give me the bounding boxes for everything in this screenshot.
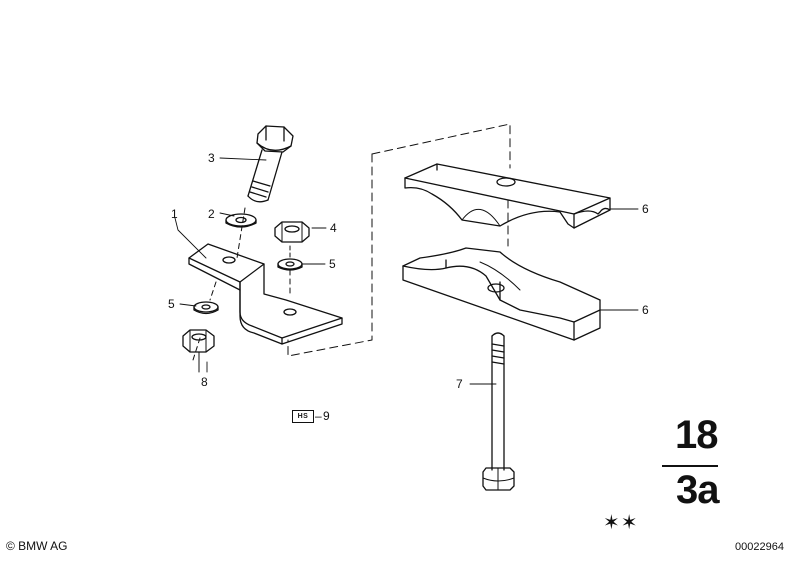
callout-6-lower: 6 bbox=[642, 303, 649, 317]
group-divider bbox=[662, 465, 718, 467]
document-number: 00022964 bbox=[735, 541, 784, 553]
hs-dash: – bbox=[315, 409, 322, 423]
bracket-part-1 bbox=[188, 243, 343, 345]
copyright-text: © BMW AG bbox=[6, 539, 68, 553]
callout-5-upper: 5 bbox=[329, 257, 336, 271]
callout-7: 7 bbox=[456, 377, 463, 391]
callout-8: 8 bbox=[201, 375, 208, 389]
callout-4: 4 bbox=[330, 221, 337, 235]
clamp-upper-part-6 bbox=[404, 163, 611, 229]
bolt-part-3 bbox=[247, 125, 294, 203]
stars-icon: ✶✶ bbox=[603, 512, 639, 534]
callout-2: 2 bbox=[208, 207, 215, 221]
callout-3: 3 bbox=[208, 151, 215, 165]
long-bolt-part-7 bbox=[482, 332, 515, 491]
washer-part-5-upper bbox=[277, 258, 303, 271]
group-sub-number: 3a bbox=[676, 468, 719, 512]
nut-part-4 bbox=[274, 221, 310, 243]
callout-5-lower: 5 bbox=[168, 297, 175, 311]
hs-symbol: HS bbox=[292, 410, 314, 423]
group-main-number: 18 bbox=[675, 413, 718, 457]
callout-9: 9 bbox=[323, 409, 330, 423]
callout-1: 1 bbox=[171, 207, 178, 221]
nut-part-8 bbox=[182, 329, 215, 373]
leader-lines bbox=[174, 157, 639, 385]
washer-part-5-lower bbox=[193, 301, 219, 315]
clamp-lower-part-6 bbox=[402, 247, 601, 341]
washer-part-2 bbox=[225, 213, 257, 228]
callout-6-upper: 6 bbox=[642, 202, 649, 216]
